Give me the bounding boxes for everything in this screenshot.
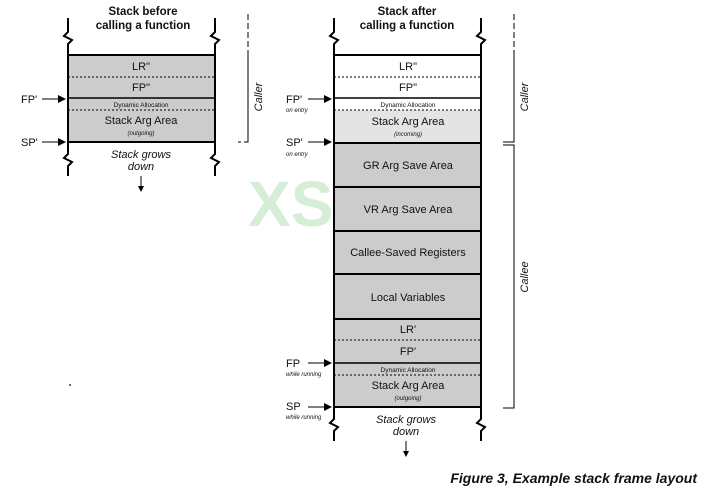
- right-local-vars-cell: [334, 274, 481, 319]
- right-stack-arg-incoming-note: (incoming): [394, 132, 422, 138]
- right-dynamic-callee-cell: [334, 363, 481, 375]
- right-lr-callee-cell: [334, 319, 481, 340]
- right-lr-caller-label: LR": [399, 61, 417, 73]
- right-sp-prime-note: on entry: [286, 152, 309, 158]
- stray-dot: [69, 384, 71, 386]
- right-fp-note: while running: [286, 372, 322, 378]
- right-fp-prime-note: on entry: [286, 108, 309, 114]
- right-sp-label: SP: [286, 401, 301, 413]
- right-grows-line1: Stack grows: [376, 414, 436, 426]
- right-lr-callee-label: LR': [400, 324, 416, 336]
- left-grows-line1: Stack grows: [111, 149, 171, 161]
- right-fp-callee-cell: [334, 340, 481, 363]
- right-fp-prime-label: FP': [286, 94, 302, 106]
- right-gr-save-cell: [334, 143, 481, 187]
- right-callee-saved-cell: [334, 231, 481, 274]
- left-caller-label: Caller: [253, 81, 265, 111]
- left-stack-arg-cell: [68, 110, 215, 142]
- figure-caption: Figure 3, Example stack frame layout: [450, 470, 698, 486]
- right-grows-arrowhead: [403, 451, 409, 457]
- right-rail-break-bottom: [328, 407, 487, 441]
- left-grows-line2: down: [128, 161, 154, 173]
- right-stack-arg-outgoing-label: Stack Arg Area: [372, 380, 446, 392]
- left-lr-cell: [68, 55, 215, 77]
- left-fp-cell: [68, 77, 215, 98]
- right-dynamic-caller-label: Dynamic Allocation: [381, 102, 436, 109]
- right-callee-saved-label: Callee-Saved Registers: [350, 247, 466, 259]
- right-callee-label: Callee: [519, 261, 531, 292]
- left-stack-arg-label: Stack Arg Area: [105, 115, 179, 127]
- left-fp-label: FP": [132, 82, 150, 94]
- right-vr-save-cell: [334, 187, 481, 231]
- left-grows-arrowhead: [138, 186, 144, 192]
- right-callee-brace: [503, 144, 515, 409]
- left-rail-break-bottom: [62, 142, 221, 176]
- right-stack: Stack after calling a function LR" FP": [286, 6, 531, 457]
- right-header-line1: Stack after: [378, 6, 437, 18]
- right-local-vars-label: Local Variables: [371, 292, 446, 304]
- right-fp-label: FP: [286, 358, 300, 370]
- right-stack-arg-outgoing-note: (outgoing): [394, 396, 421, 402]
- right-rail-break-top: [328, 18, 487, 55]
- right-grows-line2: down: [393, 426, 419, 438]
- right-vr-save-label: VR Arg Save Area: [364, 204, 454, 216]
- right-header-line2: calling a function: [360, 20, 455, 32]
- left-sp-pointer-label: SP': [21, 137, 38, 149]
- left-dynamic-cell: [68, 98, 215, 110]
- right-fp-caller-cell: [334, 77, 481, 98]
- right-stack-arg-incoming-cell: [334, 110, 481, 143]
- right-stack-arg-outgoing-cell: [334, 375, 481, 407]
- left-stack: Stack before calling a function LR" FP" …: [21, 6, 265, 192]
- left-fp-pointer-label: FP': [21, 94, 37, 106]
- left-caller-brace: [238, 14, 249, 143]
- left-rail-break-top: [62, 18, 221, 55]
- right-caller-brace-solid: [503, 50, 515, 143]
- left-dynamic-label: Dynamic Allocation: [114, 102, 169, 109]
- right-stack-arg-incoming-label: Stack Arg Area: [372, 116, 446, 128]
- left-header-line1: Stack before: [108, 6, 177, 18]
- left-lr-label: LR": [132, 61, 150, 73]
- right-lr-caller-cell: [334, 55, 481, 77]
- right-dynamic-caller-cell: [334, 98, 481, 110]
- right-sp-note: while running: [286, 415, 322, 421]
- right-fp-caller-label: FP": [399, 82, 417, 94]
- right-dynamic-callee-label: Dynamic Allocation: [381, 367, 436, 374]
- left-header-line2: calling a function: [96, 20, 191, 32]
- right-gr-save-label: GR Arg Save Area: [363, 160, 454, 172]
- right-sp-prime-label: SP': [286, 137, 303, 149]
- right-fp-callee-label: FP': [400, 346, 416, 358]
- left-stack-arg-note: (outgoing): [127, 131, 154, 137]
- right-caller-label: Caller: [519, 81, 531, 111]
